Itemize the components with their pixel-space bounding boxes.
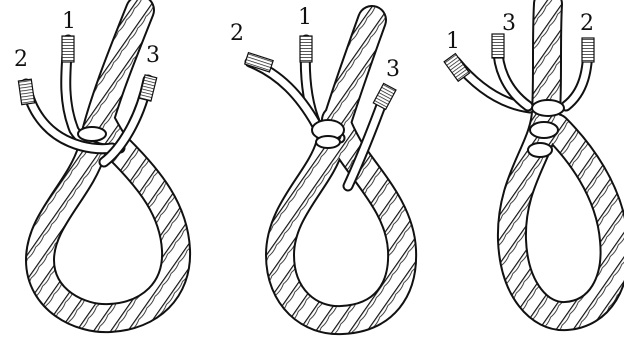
strand-label-2: 2	[14, 47, 28, 72]
strand-label-1: 1	[62, 9, 76, 34]
strand-label-2: 2	[230, 21, 244, 46]
panel-step-3: 1 3 2	[444, 4, 614, 316]
strand-label-3: 3	[502, 11, 516, 36]
strand-label-1: 1	[446, 29, 460, 54]
strand-label-3: 3	[146, 43, 160, 68]
strand-2	[566, 38, 594, 106]
rope-loop	[280, 20, 402, 320]
panel-step-2: 1 2 3	[230, 5, 402, 320]
strand-label-2: 2	[580, 11, 594, 36]
panel-step-1: 1 2 3	[14, 9, 176, 318]
strand-label-3: 3	[386, 57, 400, 82]
strand-label-1: 1	[298, 5, 312, 30]
